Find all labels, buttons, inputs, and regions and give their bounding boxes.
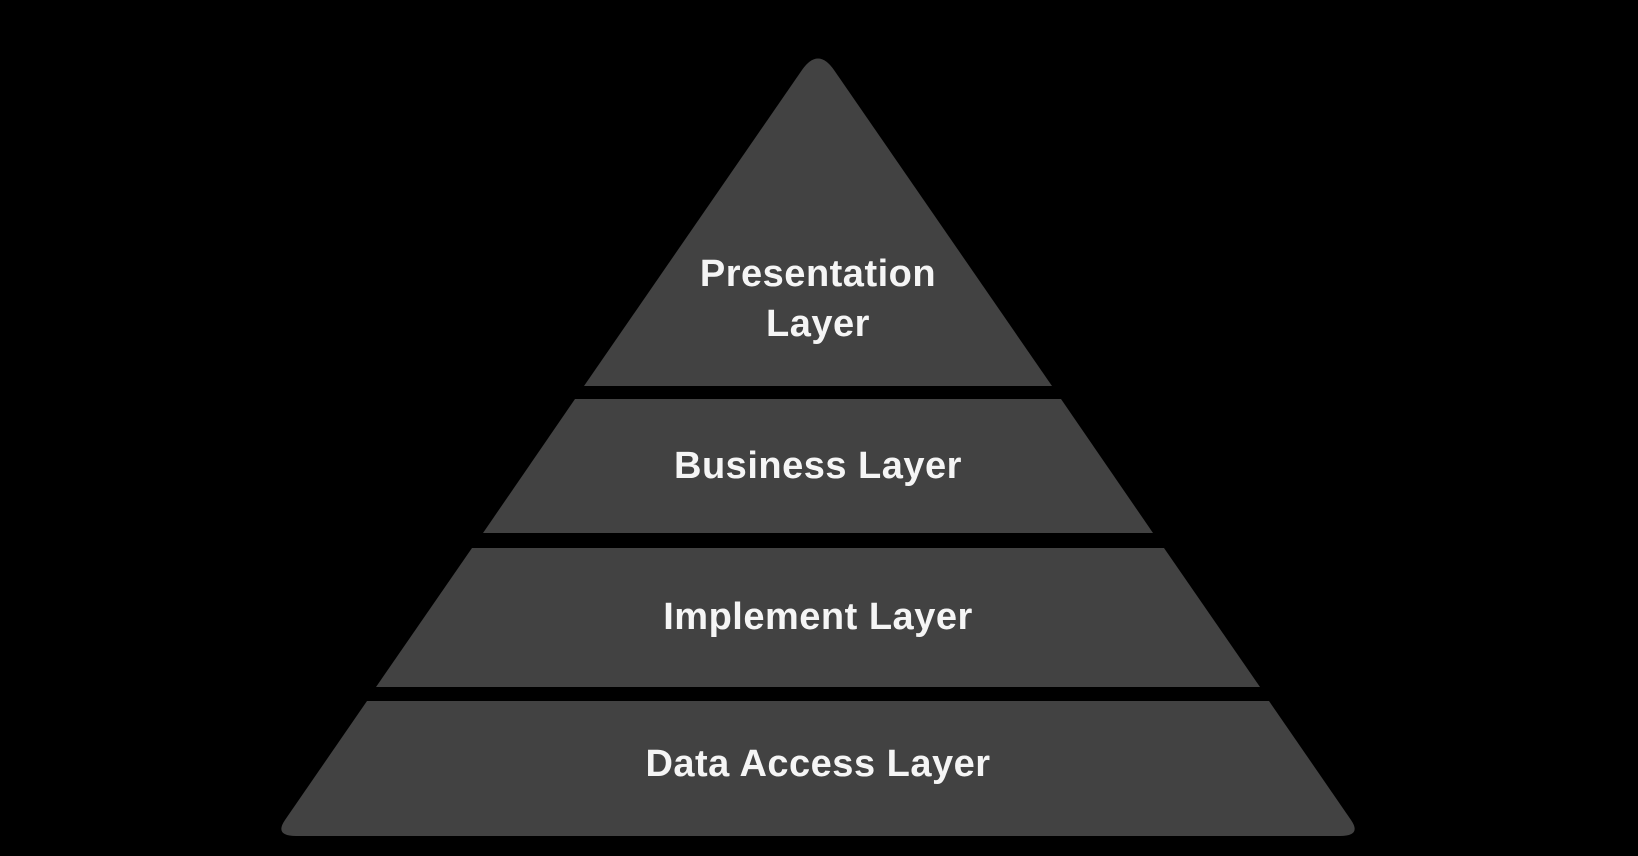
data-access-layer-shape <box>281 701 1355 836</box>
pyramid-layer-presentation: Presentation Layer <box>584 58 1052 386</box>
pyramid-layer-business: Business Layer <box>483 399 1153 533</box>
data-access-layer-label: Data Access Layer <box>645 743 990 785</box>
presentation-layer-shape <box>584 58 1052 386</box>
pyramid-layer-data-access: Data Access Layer <box>281 701 1355 836</box>
implement-layer-label: Implement Layer <box>663 596 973 638</box>
business-layer-label: Business Layer <box>674 445 962 487</box>
implement-layer-shape <box>376 548 1260 687</box>
business-layer-shape <box>483 399 1153 533</box>
pyramid-layer-implement: Implement Layer <box>376 548 1260 687</box>
presentation-layer-label-line1: Presentation <box>700 253 936 295</box>
presentation-layer-label-line2: Layer <box>766 303 870 345</box>
